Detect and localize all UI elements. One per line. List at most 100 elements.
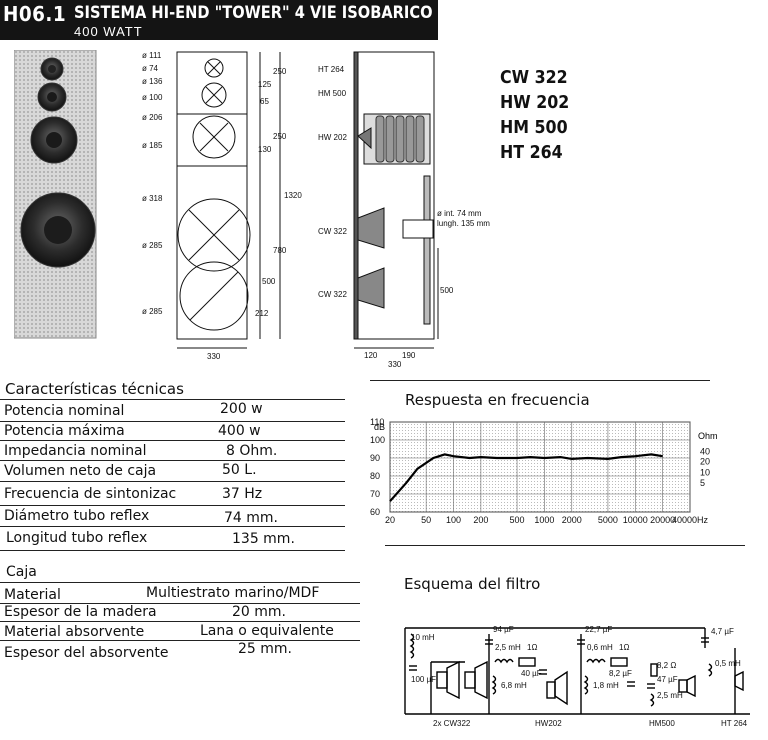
model-hw202: HW 202	[500, 92, 570, 113]
dim-label: 1320	[284, 191, 302, 200]
box-label: Espesor del absorvente	[4, 645, 169, 661]
spec-label: Impedancia nominal	[4, 443, 147, 459]
spec-label: Potencia máxima	[4, 423, 125, 439]
box-value: 20 mm.	[232, 604, 286, 620]
divider	[0, 621, 360, 622]
model-hm500: HM 500	[500, 117, 568, 138]
ohm-unit: Ohm	[698, 431, 718, 441]
dim-label: 330	[207, 352, 221, 361]
x-tick-label: 100	[446, 515, 461, 525]
divider	[0, 440, 345, 441]
filter-title: Esquema del filtro	[404, 575, 541, 593]
box-label: Material	[4, 587, 61, 603]
divider	[0, 481, 345, 482]
divider	[0, 460, 345, 461]
component-label: 2,5 mH	[657, 691, 683, 700]
box-value: 25 mm.	[238, 641, 292, 657]
model-code: H06.1	[3, 2, 67, 26]
ohm-tick-label: 10	[700, 467, 710, 477]
spec-label: Diámetro tubo reflex	[4, 508, 150, 524]
spec-value: 50 L.	[222, 462, 257, 478]
dim-label: ø 318	[142, 194, 163, 203]
x-tick-label: 2000	[562, 515, 582, 525]
component-label: 6,8 mH	[501, 681, 527, 690]
divider	[385, 545, 745, 546]
dim-label: 120	[364, 351, 378, 360]
ohm-tick-label: 5	[700, 478, 705, 488]
divider	[370, 380, 710, 381]
db-unit: dB	[374, 422, 385, 432]
divider	[0, 421, 345, 422]
dim-label: 500	[440, 286, 454, 295]
dim-label: 250	[273, 67, 287, 76]
dim-label: 190	[402, 351, 416, 360]
filter-schematic: 10 mH 100 µF 94 µF 2,5 mH 1Ω 40 µF 6,8 m…	[404, 625, 750, 728]
dim-label: 780	[273, 246, 287, 255]
component-label: 8,2 Ω	[657, 661, 676, 670]
specs-title: Características técnicas	[5, 380, 184, 398]
dim-label: ø 185	[142, 141, 163, 150]
spec-label: Frecuencia de sintonizac	[4, 486, 177, 502]
dim-label: 65	[260, 97, 269, 106]
dim-label: ø 100	[142, 93, 163, 102]
page-title: SISTEMA HI-END "TOWER" 4 VIE ISOBARICO	[74, 3, 433, 23]
spec-value: 74 mm.	[224, 510, 278, 526]
front-drawing: ø 111 ø 74 ø 136 ø 100 ø 206 ø 185 ø 318…	[142, 51, 302, 361]
y-tick-label: 90	[370, 453, 380, 463]
component-label: 40 µF	[521, 669, 542, 678]
dim-label: ø 206	[142, 113, 163, 122]
component-label: 2,5 mH	[495, 643, 521, 652]
box-value: Lana o equivalente	[200, 623, 334, 639]
spec-label: Longitud tubo reflex	[6, 530, 148, 546]
spec-value: 135 mm.	[232, 531, 295, 547]
divider	[0, 505, 345, 506]
dim-label: ø 111	[142, 51, 162, 60]
box-title: Caja	[6, 564, 37, 580]
x-tick-label: 10000	[623, 515, 648, 525]
driver-label: HM500	[649, 719, 675, 728]
driver-label: HT 264	[721, 719, 748, 728]
dim-label: 125	[258, 80, 272, 89]
x-tick-label: 5000	[598, 515, 618, 525]
divider	[0, 526, 345, 527]
box-label: Espesor de la madera	[4, 604, 157, 620]
x-tick-label: 500	[510, 515, 525, 525]
spec-value: 8 Ohm.	[226, 443, 278, 459]
spec-value: 200 w	[220, 401, 263, 417]
response-title: Respuesta en frecuencia	[405, 391, 590, 409]
x-tick-label: 200	[473, 515, 488, 525]
x-tick-label: 50	[421, 515, 431, 525]
y-tick-label: 60	[370, 507, 380, 517]
divider	[0, 399, 345, 400]
dim-label: 330	[388, 360, 402, 369]
dim-label: ø 136	[142, 77, 163, 86]
power-subtitle: 400 WATT	[74, 24, 143, 39]
driver-label: HM 500	[318, 89, 347, 98]
driver-label: HW 202	[318, 133, 347, 142]
driver-label: CW 322	[318, 227, 347, 236]
x-tick-label: 20	[385, 515, 395, 525]
driver-label: HT 264	[318, 65, 345, 74]
model-ht264: HT 264	[500, 142, 563, 163]
y-tick-label: 100	[370, 435, 385, 445]
spec-label: Potencia nominal	[4, 403, 125, 419]
port-note: lungh. 135 mm	[437, 219, 490, 228]
side-drawing: HT 264 HM 500 HW 202 CW 322 CW 322 ø int…	[318, 51, 490, 369]
spec-label: Volumen neto de caja	[4, 463, 157, 479]
plot-area	[389, 421, 691, 513]
y-tick-label: 70	[370, 489, 380, 499]
component-label: 4,7 µF	[711, 627, 734, 636]
component-label: 1Ω	[619, 643, 629, 652]
x-tick-label: 20000	[650, 515, 675, 525]
dim-label: 250	[273, 132, 287, 141]
x-tick-label: 40000Hz	[672, 515, 709, 525]
divider	[0, 550, 345, 551]
response-series-line	[389, 453, 663, 502]
driver-label: CW 322	[318, 290, 347, 299]
spec-value: 400 w	[218, 423, 261, 439]
component-label: 94 µF	[493, 625, 514, 634]
component-label: 22,7 µF	[585, 625, 612, 634]
x-tick-label: 1000	[534, 515, 554, 525]
dim-label: ø 285	[142, 307, 163, 316]
